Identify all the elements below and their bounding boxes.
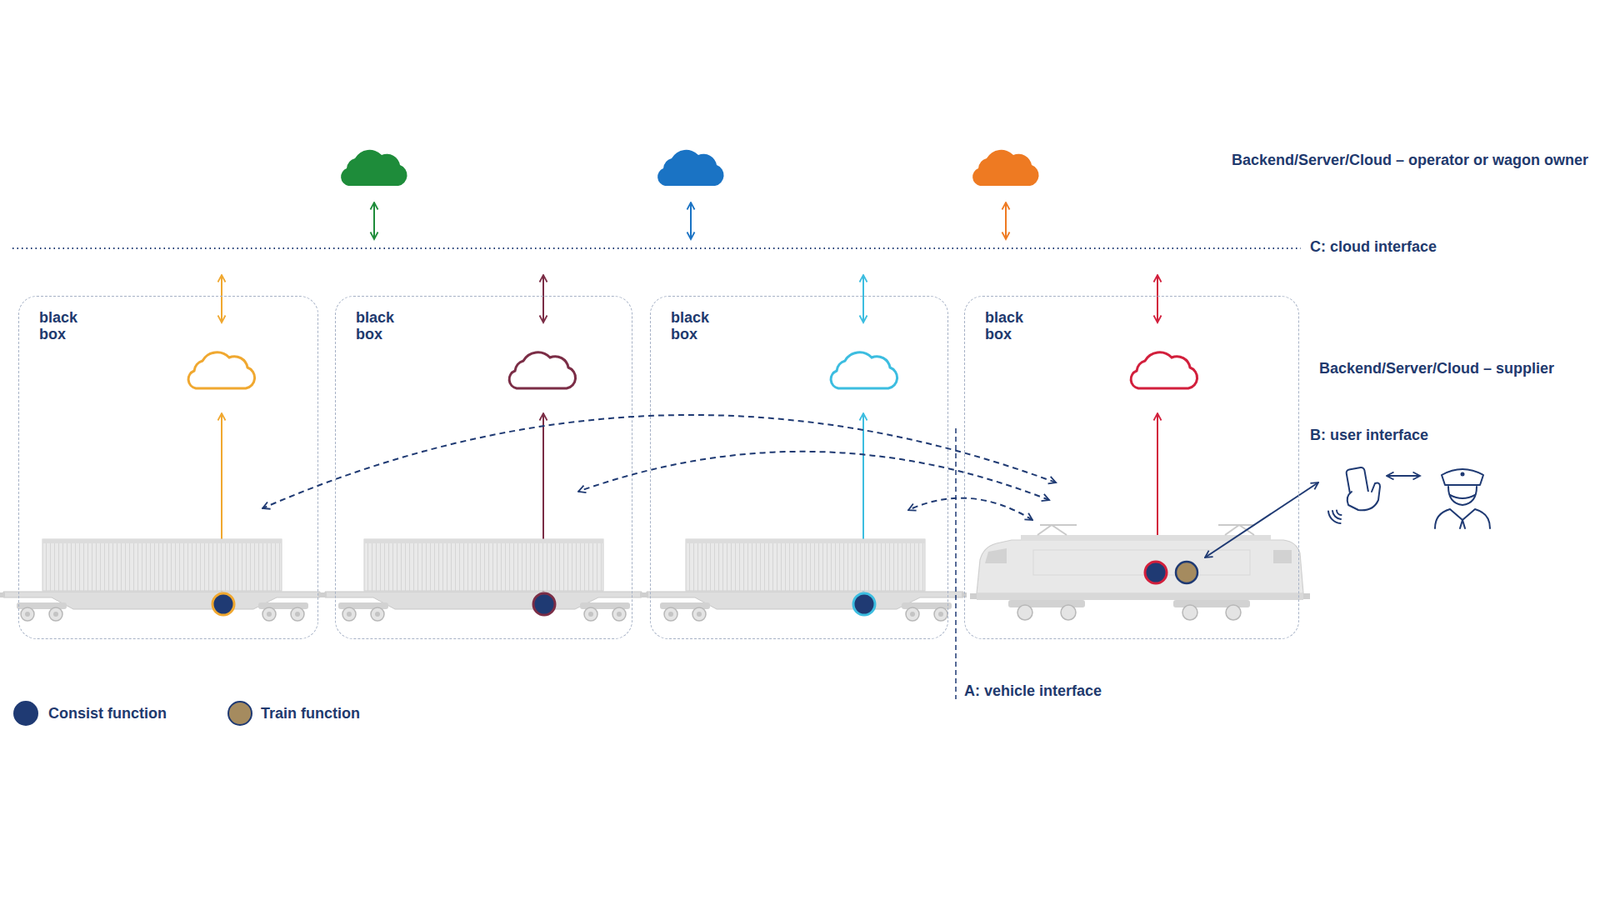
legend-swatch bbox=[13, 700, 39, 726]
supplier-arrows bbox=[220, 275, 223, 323]
person-icon bbox=[1435, 469, 1490, 529]
interface-label: A: vehicle interface bbox=[964, 681, 1102, 700]
locomotive bbox=[976, 540, 1304, 594]
wagons bbox=[0, 539, 324, 621]
phone-icon bbox=[1328, 466, 1380, 524]
locomotive bbox=[970, 593, 977, 600]
box-title: black box bbox=[670, 309, 721, 343]
phone-icon bbox=[1347, 483, 1380, 511]
supplier-clouds bbox=[188, 352, 255, 389]
supplier-clouds bbox=[1130, 352, 1197, 389]
locomotive bbox=[1017, 605, 1033, 620]
black-box-frame: black box bbox=[650, 295, 949, 640]
function-dots bbox=[853, 593, 875, 615]
legend-text: Train function bbox=[260, 704, 360, 723]
owner-arrows bbox=[1005, 202, 1007, 240]
locomotive bbox=[1033, 550, 1250, 575]
locomotive bbox=[976, 593, 1304, 600]
phone-icon bbox=[1328, 510, 1341, 524]
interface-label: C: cloud interface bbox=[1310, 237, 1437, 256]
owner-arrows bbox=[690, 202, 692, 240]
data-link-arc bbox=[908, 498, 1033, 520]
supplier-clouds bbox=[188, 352, 1197, 389]
person-icon bbox=[1435, 509, 1490, 529]
supplier-arrows bbox=[542, 275, 545, 323]
owner-clouds bbox=[972, 150, 1039, 186]
locomotive bbox=[1182, 605, 1198, 620]
vehicle-interface-line bbox=[955, 428, 957, 700]
function-dots bbox=[533, 593, 555, 615]
owner-arrows bbox=[373, 202, 375, 240]
locomotive bbox=[1225, 605, 1241, 620]
locomotive bbox=[1225, 525, 1255, 535]
locomotive bbox=[985, 548, 1007, 564]
locomotive bbox=[1218, 524, 1255, 526]
cloud-interface-line bbox=[12, 247, 1301, 250]
person-icon bbox=[1460, 520, 1465, 529]
supplier-clouds bbox=[509, 352, 575, 389]
function-dots bbox=[1175, 561, 1198, 584]
data-link-arc bbox=[578, 451, 1050, 500]
locomotive bbox=[1037, 525, 1067, 535]
locomotive bbox=[1040, 524, 1077, 526]
phone-icon bbox=[1332, 510, 1341, 520]
owner-arrows bbox=[374, 202, 1006, 240]
locomotive bbox=[1060, 605, 1076, 620]
person-icon bbox=[1448, 486, 1477, 505]
supplier-clouds bbox=[830, 352, 897, 389]
wagons bbox=[643, 539, 967, 621]
interface-label: Backend/Server/Cloud – supplier bbox=[1319, 359, 1555, 378]
person-icon bbox=[1460, 472, 1465, 477]
interface-label: Backend/Server/Cloud – operator or wagon… bbox=[1231, 150, 1589, 170]
legend-text: Consist function bbox=[48, 704, 167, 723]
owner-clouds bbox=[340, 150, 1039, 186]
function-dots bbox=[1145, 561, 1167, 584]
data-link-arc bbox=[262, 415, 1056, 509]
wagons bbox=[321, 539, 645, 621]
box-title: black box bbox=[355, 309, 406, 343]
black-box-frame: black box bbox=[335, 295, 633, 640]
phone-person-arrow bbox=[1386, 475, 1420, 477]
phone-icon bbox=[1336, 510, 1342, 516]
function-dots bbox=[212, 593, 235, 615]
supplier-arrows bbox=[862, 275, 865, 323]
supplier-arrows bbox=[1156, 275, 1159, 323]
box-title: black box bbox=[985, 309, 1035, 343]
locomotive bbox=[1273, 550, 1292, 564]
locomotive bbox=[1303, 593, 1310, 600]
black-box-frame: black box bbox=[18, 295, 319, 640]
person-icon bbox=[1450, 495, 1475, 499]
owner-clouds bbox=[657, 150, 724, 186]
function-dots bbox=[212, 561, 1198, 615]
box-title: black box bbox=[39, 309, 90, 343]
black-box-frame: black box bbox=[964, 295, 1300, 640]
interface-label: B: user interface bbox=[1310, 425, 1429, 445]
person-icon bbox=[1441, 469, 1484, 485]
user-link bbox=[1205, 482, 1319, 558]
locomotive bbox=[970, 525, 1310, 620]
legend-swatch bbox=[227, 700, 253, 726]
owner-clouds bbox=[340, 150, 407, 186]
wagons bbox=[0, 539, 967, 621]
